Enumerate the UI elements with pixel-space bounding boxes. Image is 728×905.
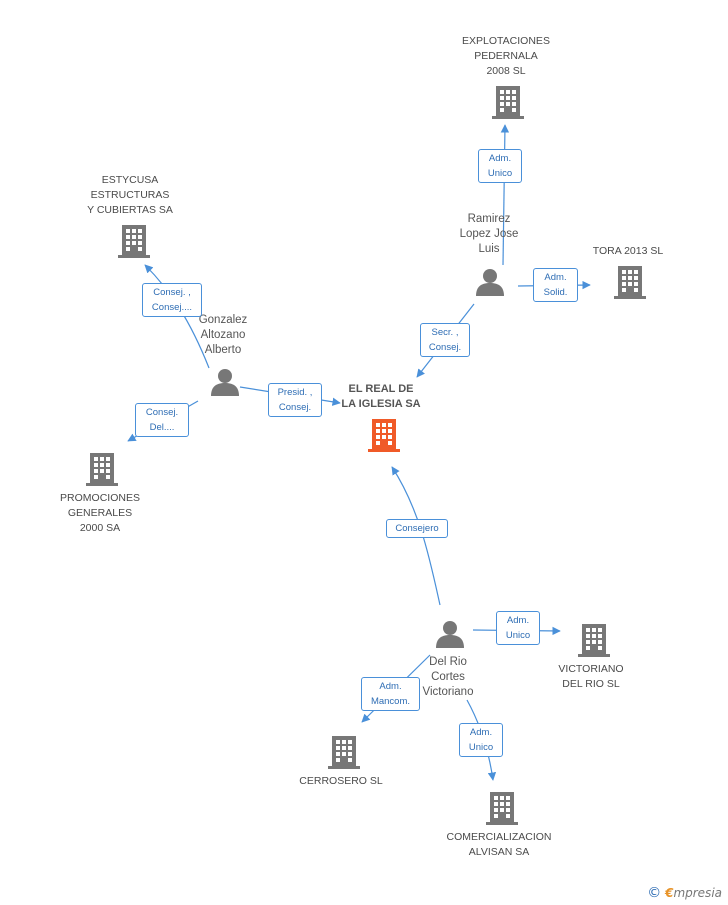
edge-label-adm-unico-comercializacion[interactable]: Adm. Unico <box>459 723 503 757</box>
building-icon <box>86 453 118 486</box>
edge-ramirez-explotaciones <box>500 124 510 266</box>
person-label-gonzalez[interactable]: Gonzalez Altozano Alberto <box>198 314 248 356</box>
company-label-tora[interactable]: TORA 2013 SL <box>592 245 664 257</box>
building-icon <box>328 736 360 769</box>
edge-label-adm-unico-victoriano[interactable]: Adm. Unico <box>496 611 540 645</box>
company-label-estycusa[interactable]: ESTYCUSA ESTRUCTURAS Y CUBIERTAS SA <box>87 174 173 216</box>
brand-logo: €mpresia <box>665 886 722 900</box>
company-label-explotaciones[interactable]: EXPLOTACIONES PEDERNALA 2008 SL <box>462 35 550 77</box>
edge-label-adm-solid-tora[interactable]: Adm. Solid. <box>533 268 578 302</box>
building-icon <box>492 86 524 119</box>
person-label-ramirez[interactable]: Ramirez Lopez Jose Luis <box>459 213 519 255</box>
building-icon <box>118 225 150 258</box>
company-label-promociones[interactable]: PROMOCIONES GENERALES 2000 SA <box>60 492 140 534</box>
center-building-icon <box>368 419 400 452</box>
person-icon <box>476 269 504 296</box>
edge-label-consejero[interactable]: Consejero <box>386 519 448 538</box>
edge-label-consej-del-promociones[interactable]: Consej. Del.... <box>135 403 189 437</box>
building-icon <box>614 266 646 299</box>
empresia-watermark: © €mpresia <box>647 885 722 901</box>
building-icon <box>578 624 610 657</box>
edge-label-adm-mancom-cerrosero[interactable]: Adm. Mancom. <box>361 677 420 711</box>
person-icon <box>436 621 464 648</box>
person-icon <box>211 369 239 396</box>
copyright-icon: © <box>647 885 662 901</box>
edge-label-presid-consej[interactable]: Presid. , Consej. <box>268 383 322 417</box>
edge-label-secr-consej[interactable]: Secr. , Consej. <box>420 323 470 357</box>
company-label-victoriano[interactable]: VICTORIANO DEL RIO SL <box>558 663 624 690</box>
person-label-delrio[interactable]: Del Rio Cortes Victoriano <box>422 656 474 698</box>
building-icon <box>486 792 518 825</box>
edge-label-consej-estycusa[interactable]: Consej. , Consej.... <box>142 283 202 317</box>
edge-label-adm-unico-explotaciones[interactable]: Adm. Unico <box>478 149 522 183</box>
company-label-comercializacion[interactable]: COMERCIALIZACION ALVISAN SA <box>446 831 552 858</box>
center-company-label[interactable]: EL REAL DE LA IGLESIA SA <box>341 383 421 410</box>
company-label-cerrosero[interactable]: CERROSERO SL <box>299 775 383 787</box>
